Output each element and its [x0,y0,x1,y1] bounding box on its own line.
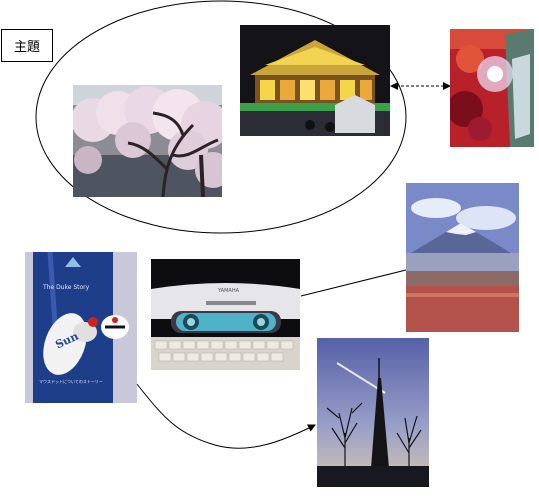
strap-card-footer: マウスドットについてのストーリー [39,379,103,384]
keyboard-monitor-photo: YAMAHA [151,259,300,370]
keyboard-to-fuji-line [300,269,407,297]
lit-temple-photo [240,25,390,136]
tower-silhouette-photo [317,338,429,487]
monitor-brand-text: YAMAHA [218,288,240,294]
mount-fuji-photo [406,183,519,332]
strap-to-tower-arrow [136,383,316,449]
duke-strap-photo: The Duke Story Sun マウスドットについてのストーリー [25,252,137,403]
red-light-photo [450,29,534,147]
theme-label: 主題 [1,29,53,62]
theme-ellipse [35,0,407,234]
strap-card-title: The Duke Story [43,284,90,291]
cherry-blossom-photo [73,85,222,197]
